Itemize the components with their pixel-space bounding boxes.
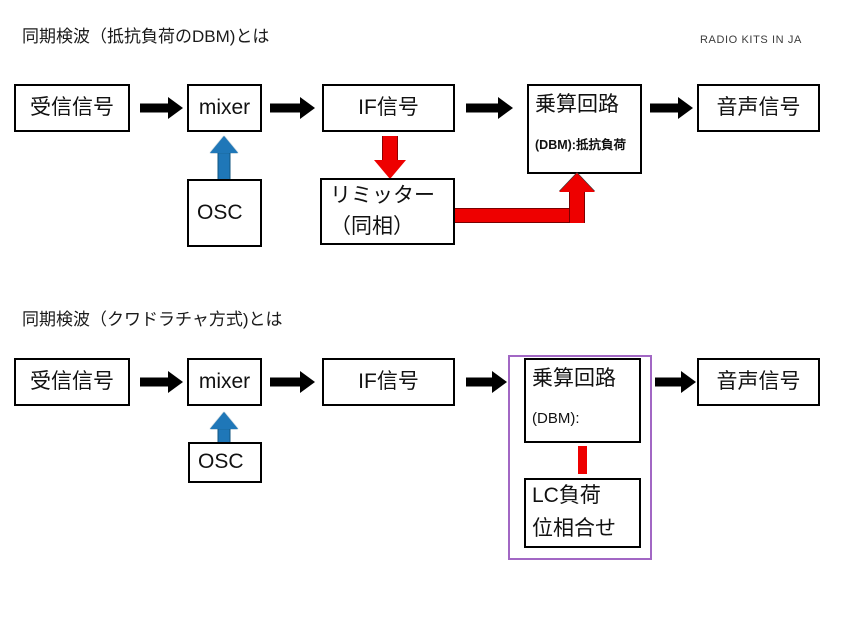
block-if-signal-2[interactable]: IF信号 <box>322 358 455 406</box>
brand-label: RADIO KITS IN JA <box>700 34 802 46</box>
block-limiter-1[interactable]: リミッター （同相） <box>320 178 455 245</box>
block-label-primary: 乗算回路 <box>535 93 619 116</box>
block-label: IF信号 <box>358 95 419 119</box>
arrow-limiter-feedback-shaft-vertical <box>569 191 585 223</box>
block-label-secondary: (DBM):抵抗負荷 <box>535 138 626 153</box>
arrow-limiter-feedback-shaft-horizontal <box>455 208 585 223</box>
block-received-signal-2[interactable]: 受信信号 <box>14 358 130 406</box>
block-if-signal-1[interactable]: IF信号 <box>322 84 455 132</box>
block-audio-signal-1[interactable]: 音声信号 <box>697 84 820 132</box>
section-title-1: 同期検波（抵抗負荷のDBM)とは <box>22 27 270 46</box>
block-received-signal-1[interactable]: 受信信号 <box>14 84 130 132</box>
block-label: mixer <box>198 95 251 119</box>
arrow-if-to-limiter-1 <box>373 136 407 179</box>
block-osc-1[interactable]: OSC <box>187 179 262 247</box>
arrow-osc-to-mixer-1 <box>209 136 239 180</box>
block-label-primary: 乗算回路 <box>532 367 616 390</box>
block-lc-load-2[interactable]: LC負荷 位相合せ <box>524 478 641 548</box>
block-label: IF信号 <box>358 369 419 393</box>
block-label: 音声信号 <box>716 95 801 119</box>
block-multiplier-2[interactable]: 乗算回路 (DBM): <box>524 358 641 443</box>
connector-multiplier-to-lc-load <box>578 446 587 474</box>
block-mixer-1[interactable]: mixer <box>187 84 262 132</box>
block-label: mixer <box>198 369 251 393</box>
block-multiplier-1[interactable]: 乗算回路 (DBM):抵抗負荷 <box>527 84 642 174</box>
arrow-limiter-feedback-head <box>559 173 595 192</box>
block-label: 受信信号 <box>30 95 114 119</box>
block-label: OSC <box>197 200 243 224</box>
arrow-osc-to-mixer-2 <box>209 412 239 444</box>
block-mixer-2[interactable]: mixer <box>187 358 262 406</box>
section-title-2: 同期検波（クワドラチャ方式)とは <box>22 310 283 329</box>
block-audio-signal-2[interactable]: 音声信号 <box>697 358 820 406</box>
block-label-primary: リミッター <box>330 183 435 207</box>
block-label-secondary: （同相） <box>330 215 414 239</box>
block-label: OSC <box>198 450 244 474</box>
block-label: 受信信号 <box>30 369 114 393</box>
block-label-primary: LC負荷 <box>532 484 601 508</box>
block-label-secondary: (DBM): <box>532 410 580 428</box>
block-label-secondary: 位相合せ <box>532 517 616 541</box>
block-osc-2[interactable]: OSC <box>188 442 262 483</box>
group-rect-quadrature-detector <box>508 355 652 560</box>
block-label: 音声信号 <box>716 369 801 393</box>
